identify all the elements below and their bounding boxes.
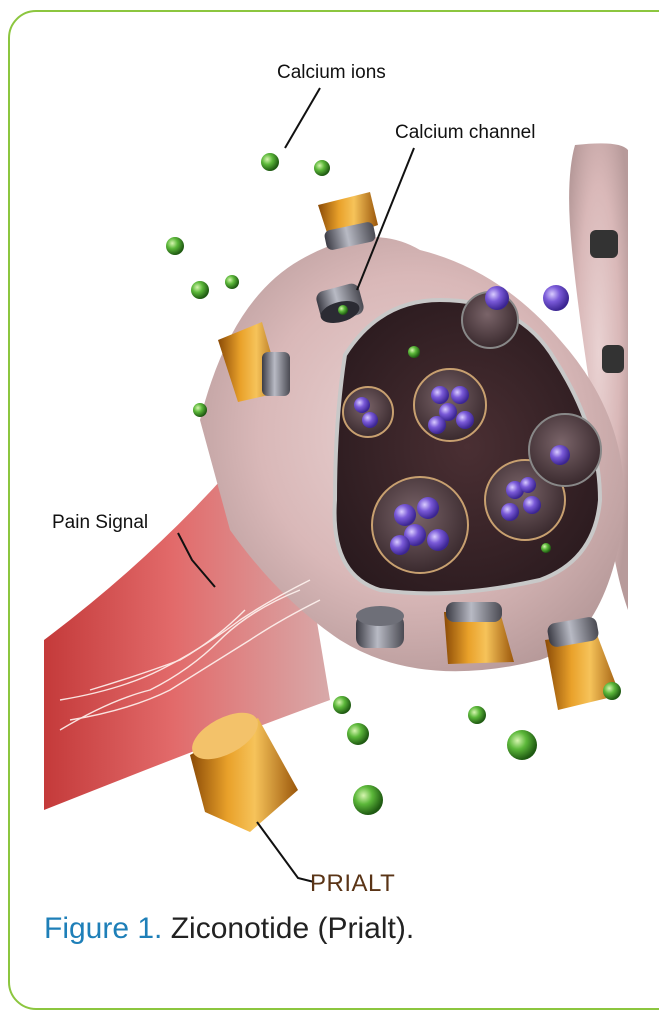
- caption-text: Ziconotide (Prialt).: [171, 912, 414, 945]
- figure-caption: Figure 1. Ziconotide (Prialt).: [44, 912, 414, 946]
- label-calcium-channel: Calcium channel: [395, 122, 535, 144]
- neuron-illustration: [0, 0, 659, 983]
- label-prialt: PRIALT: [310, 870, 395, 898]
- label-pain-signal: Pain Signal: [52, 512, 148, 534]
- label-calcium-ions: Calcium ions: [277, 62, 386, 84]
- caption-figure-number: Figure 1.: [44, 912, 162, 945]
